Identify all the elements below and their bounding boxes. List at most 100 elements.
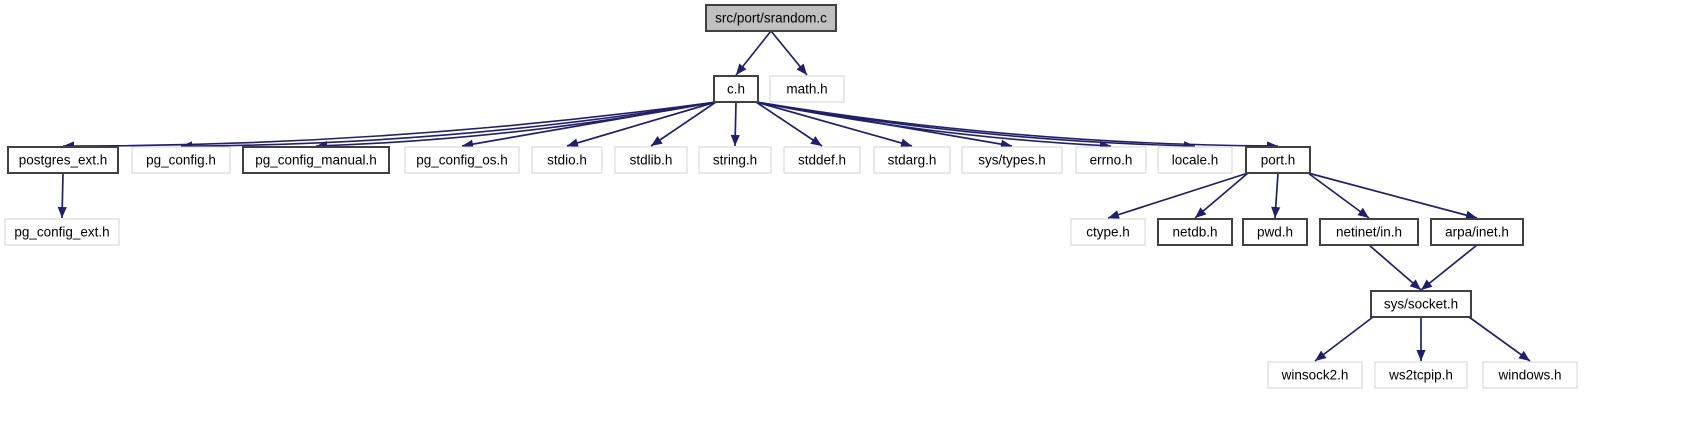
node-label-port_h: port.h [1261,153,1296,168]
graph-node-ws2tcpip_h[interactable]: ws2tcpip.h [1374,361,1468,389]
node-label-string_h: string.h [713,153,757,168]
graph-node-string_h[interactable]: string.h [698,146,772,174]
graph-node-postgres_ext_h[interactable]: postgres_ext.h [7,146,119,174]
node-label-math_h: math.h [786,82,827,97]
edge-c_h-to-stddef_h [755,101,823,147]
arrowhead-arpa_inet_h-to-sys_socket_h [1421,279,1433,290]
edge-sys_socket_h-to-windows_h [1468,316,1531,362]
node-label-arpa_inet_h: arpa/inet.h [1445,225,1509,240]
node-box-math_h[interactable] [769,75,845,103]
edge-c_h-to-errno_h [755,101,1112,147]
node-label-pg_config_h: pg_config.h [146,153,216,168]
node-label-winsock2_h: winsock2.h [1281,368,1349,383]
node-box-locale_h[interactable] [1157,146,1233,174]
graph-node-pwd_h[interactable]: pwd.h [1242,218,1308,246]
node-box-postgres_ext_h[interactable] [7,146,119,174]
graph-node-stdio_h[interactable]: stdio.h [531,146,603,174]
node-box-pwd_h[interactable] [1242,218,1308,246]
node-box-pg_config_ext_h[interactable] [4,218,120,246]
edge-port_h-to-arpa_inet_h [1307,172,1478,219]
arrowhead-c_h-to-stdio_h [567,138,579,148]
graph-node-port_h[interactable]: port.h [1245,146,1311,174]
graph-node-pg_config_os_h[interactable]: pg_config_os.h [404,146,520,174]
node-label-postgres_ext_h: postgres_ext.h [19,153,108,168]
graph-node-winsock2_h[interactable]: winsock2.h [1267,361,1363,389]
node-label-c_h: c.h [727,82,745,97]
node-label-pg_config_manual_h: pg_config_manual.h [255,153,377,168]
graph-node-errno_h[interactable]: errno.h [1075,146,1147,174]
node-label-sys_types_h: sys/types.h [978,153,1046,168]
node-box-netdb_h[interactable] [1157,218,1233,246]
arrowhead-port_h-to-netdb_h [1195,207,1207,218]
arrowhead-sys_socket_h-to-windows_h [1518,350,1530,361]
edge-sys_socket_h-to-winsock2_h [1314,316,1374,362]
graph-node-ctype_h[interactable]: ctype.h [1070,218,1146,246]
node-box-stdarg_h[interactable] [873,146,951,174]
node-box-arpa_inet_h[interactable] [1430,218,1524,246]
node-box-string_h[interactable] [698,146,772,174]
node-box-stdlib_h[interactable] [614,146,688,174]
node-box-c_h[interactable] [713,75,759,103]
node-label-stdlib_h: stdlib.h [630,153,673,168]
node-box-windows_h[interactable] [1482,361,1578,389]
node-box-winsock2_h[interactable] [1267,361,1363,389]
node-box-ws2tcpip_h[interactable] [1374,361,1468,389]
edge-c_h-to-pg_config_h [180,101,717,147]
graph-node-pg_config_h[interactable]: pg_config.h [131,146,231,174]
nodes-layer: src/port/srandom.c c.h math.h postgres_ext.… [4,4,1578,389]
node-box-pg_config_h[interactable] [131,146,231,174]
node-box-port_h[interactable] [1245,146,1311,174]
graph-node-windows_h[interactable]: windows.h [1482,361,1578,389]
edge-arpa_inet_h-to-sys_socket_h [1420,244,1478,291]
node-box-pg_config_manual_h[interactable] [242,146,390,174]
node-label-pwd_h: pwd.h [1257,225,1293,240]
arrowhead-srandom_c-to-math_h [796,63,807,75]
node-box-sys_socket_h[interactable] [1370,290,1472,318]
graph-node-srandom_c[interactable]: src/port/srandom.c [705,4,837,32]
graph-node-stdarg_h[interactable]: stdarg.h [873,146,951,174]
node-box-errno_h[interactable] [1075,146,1147,174]
graph-node-stddef_h[interactable]: stddef.h [783,146,861,174]
node-box-ctype_h[interactable] [1070,218,1146,246]
arrowhead-c_h-to-stdlib_h [651,136,663,146]
node-box-stdio_h[interactable] [531,146,603,174]
node-label-stdarg_h: stdarg.h [888,153,937,168]
edge-port_h-to-netdb_h [1194,172,1249,219]
graph-node-stdlib_h[interactable]: stdlib.h [614,146,688,174]
node-label-errno_h: errno.h [1090,153,1133,168]
graph-node-locale_h[interactable]: locale.h [1157,146,1233,174]
arrowhead-port_h-to-pwd_h [1271,206,1281,218]
edge-c_h-to-pg_config_os_h [461,101,717,147]
graph-node-math_h[interactable]: math.h [769,75,845,103]
node-label-ctype_h: ctype.h [1086,225,1130,240]
node-label-stddef_h: stddef.h [798,153,846,168]
graph-node-sys_types_h[interactable]: sys/types.h [961,146,1063,174]
graph-node-sys_socket_h[interactable]: sys/socket.h [1370,290,1472,318]
edge-c_h-to-postgres_ext_h [62,101,717,147]
graph-node-pg_config_ext_h[interactable]: pg_config_ext.h [4,218,120,246]
node-label-netinet_in_h: netinet/in.h [1336,225,1402,240]
graph-node-c_h[interactable]: c.h [713,75,759,103]
node-box-netinet_in_h[interactable] [1319,218,1419,246]
edge-c_h-to-stdarg_h [755,101,913,147]
arrowhead-sys_socket_h-to-winsock2_h [1315,350,1327,361]
arrowhead-c_h-to-stdarg_h [900,138,912,148]
node-label-netdb_h: netdb.h [1172,225,1217,240]
graph-node-netinet_in_h[interactable]: netinet/in.h [1319,218,1419,246]
node-box-pg_config_os_h[interactable] [404,146,520,174]
arrowhead-netinet_in_h-to-sys_socket_h [1409,279,1421,290]
arrowhead-c_h-to-string_h [730,134,740,146]
edges-layer [57,30,1531,362]
node-box-srandom_c[interactable] [705,4,837,32]
node-box-stddef_h[interactable] [783,146,861,174]
node-box-sys_types_h[interactable] [961,146,1063,174]
graph-node-netdb_h[interactable]: netdb.h [1157,218,1233,246]
node-label-ws2tcpip_h: ws2tcpip.h [1388,368,1453,383]
graph-node-pg_config_manual_h[interactable]: pg_config_manual.h [242,146,390,174]
arrowhead-sys_socket_h-to-ws2tcpip_h [1416,350,1426,361]
edge-port_h-to-ctype_h [1107,172,1249,219]
node-label-windows_h: windows.h [1497,368,1561,383]
graph-node-arpa_inet_h[interactable]: arpa/inet.h [1430,218,1524,246]
edge-c_h-to-stdlib_h [650,101,717,147]
